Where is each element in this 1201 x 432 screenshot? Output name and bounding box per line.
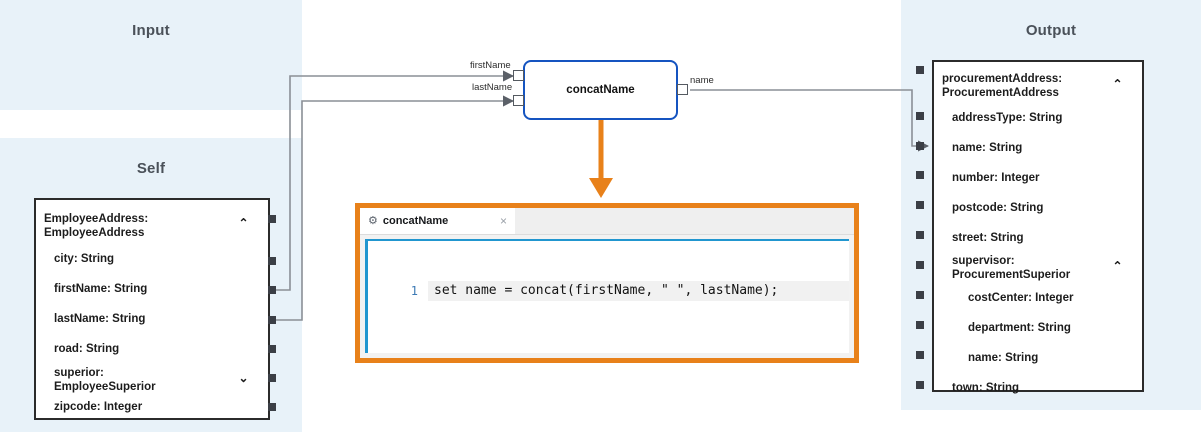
output-field-costcenter[interactable]: costCenter: Integer [968, 292, 1074, 304]
output-field-supervisor[interactable]: supervisor: ProcurementSuperior [952, 255, 1071, 281]
fn-output-port-name[interactable] [677, 84, 688, 95]
lane-input: Input [0, 0, 302, 110]
code-line-row: 1 set name = concat(firstName, " ", last… [368, 281, 849, 301]
output-port-sup-name[interactable] [916, 351, 924, 359]
output-port-costcenter[interactable] [916, 291, 924, 299]
self-root-chevron-icon[interactable]: ⌃ [238, 216, 249, 230]
lane-output-title: Output [1025, 22, 1077, 39]
output-field-postcode[interactable]: postcode: String [952, 202, 1044, 214]
function-node-concatname[interactable]: concatName [523, 60, 678, 120]
self-port-lastname[interactable] [268, 316, 276, 324]
edge-label-lastname: lastName [472, 82, 513, 93]
output-structure-box[interactable]: procurementAddress: ProcurementAddress ⌃… [932, 60, 1144, 394]
output-port-number[interactable] [916, 171, 924, 179]
self-field-zipcode[interactable]: zipcode: Integer [54, 401, 143, 413]
output-field-street[interactable]: street: String [952, 232, 1024, 244]
line-number: 1 [410, 284, 418, 298]
output-port-root[interactable] [916, 66, 924, 74]
output-port-supervisor[interactable] [916, 261, 924, 269]
output-port-name[interactable] [916, 142, 924, 150]
code-line-text[interactable]: set name = concat(firstName, " ", lastNa… [428, 281, 849, 301]
lane-self-title: Self [136, 160, 166, 177]
self-field-city[interactable]: city: String [54, 253, 115, 265]
editor-tab-label: concatName [382, 215, 449, 227]
lane-input-title: Input [132, 22, 170, 39]
output-field-addresstype[interactable]: addressType: String [952, 112, 1063, 124]
editor-tab-concatname[interactable]: ⚙ concatName × [360, 208, 515, 234]
self-port-superior[interactable] [268, 374, 276, 382]
editor-body[interactable]: 1 set name = concat(firstName, " ", last… [365, 239, 849, 353]
drilldown-arrow-head [589, 178, 613, 198]
output-field-sup-name[interactable]: name: String [968, 352, 1039, 364]
self-port-firstname[interactable] [268, 286, 276, 294]
output-port-town[interactable] [916, 381, 924, 389]
output-field-name[interactable]: name: String [952, 142, 1023, 154]
self-port-zipcode[interactable] [268, 403, 276, 411]
gear-icon: ⚙ [368, 214, 378, 227]
output-field-town[interactable]: town: String [952, 382, 1020, 394]
wire-name [690, 89, 930, 152]
edge-label-firstname: firstName [470, 60, 511, 71]
close-icon[interactable]: × [499, 214, 507, 228]
output-port-addresstype[interactable] [916, 112, 924, 120]
function-node-title: concatName [566, 84, 635, 96]
output-supervisor-chevron-icon[interactable]: ⌃ [1112, 259, 1123, 273]
self-field-firstname[interactable]: firstName: String [54, 283, 148, 295]
code-editor-panel[interactable]: ⚙ concatName × 1 set name = concat(first… [355, 203, 859, 363]
self-root-label: EmployeeAddress: EmployeeAddress [44, 213, 149, 239]
output-field-number[interactable]: number: Integer [952, 172, 1040, 184]
self-field-lastname[interactable]: lastName: String [54, 313, 146, 325]
self-field-superior[interactable]: superior: EmployeeSuperior [54, 367, 156, 393]
output-field-department[interactable]: department: String [968, 322, 1071, 334]
output-port-postcode[interactable] [916, 201, 924, 209]
self-structure-box[interactable]: EmployeeAddress: EmployeeAddress ⌃ city:… [34, 198, 270, 420]
output-root-chevron-icon[interactable]: ⌃ [1112, 77, 1123, 91]
output-root-label: procurementAddress: ProcurementAddress [942, 73, 1063, 99]
fn-input-port-lastname[interactable] [513, 95, 524, 106]
self-port-road[interactable] [268, 345, 276, 353]
output-port-street[interactable] [916, 231, 924, 239]
self-port-city[interactable] [268, 257, 276, 265]
fn-input-port-firstname[interactable] [513, 70, 524, 81]
editor-tabbar: ⚙ concatName × [360, 208, 854, 235]
output-port-department[interactable] [916, 321, 924, 329]
edge-label-name: name [690, 75, 714, 86]
self-field-road[interactable]: road: String [54, 343, 120, 355]
self-port-root[interactable] [268, 215, 276, 223]
self-superior-chevron-icon[interactable]: ⌄ [238, 371, 249, 385]
